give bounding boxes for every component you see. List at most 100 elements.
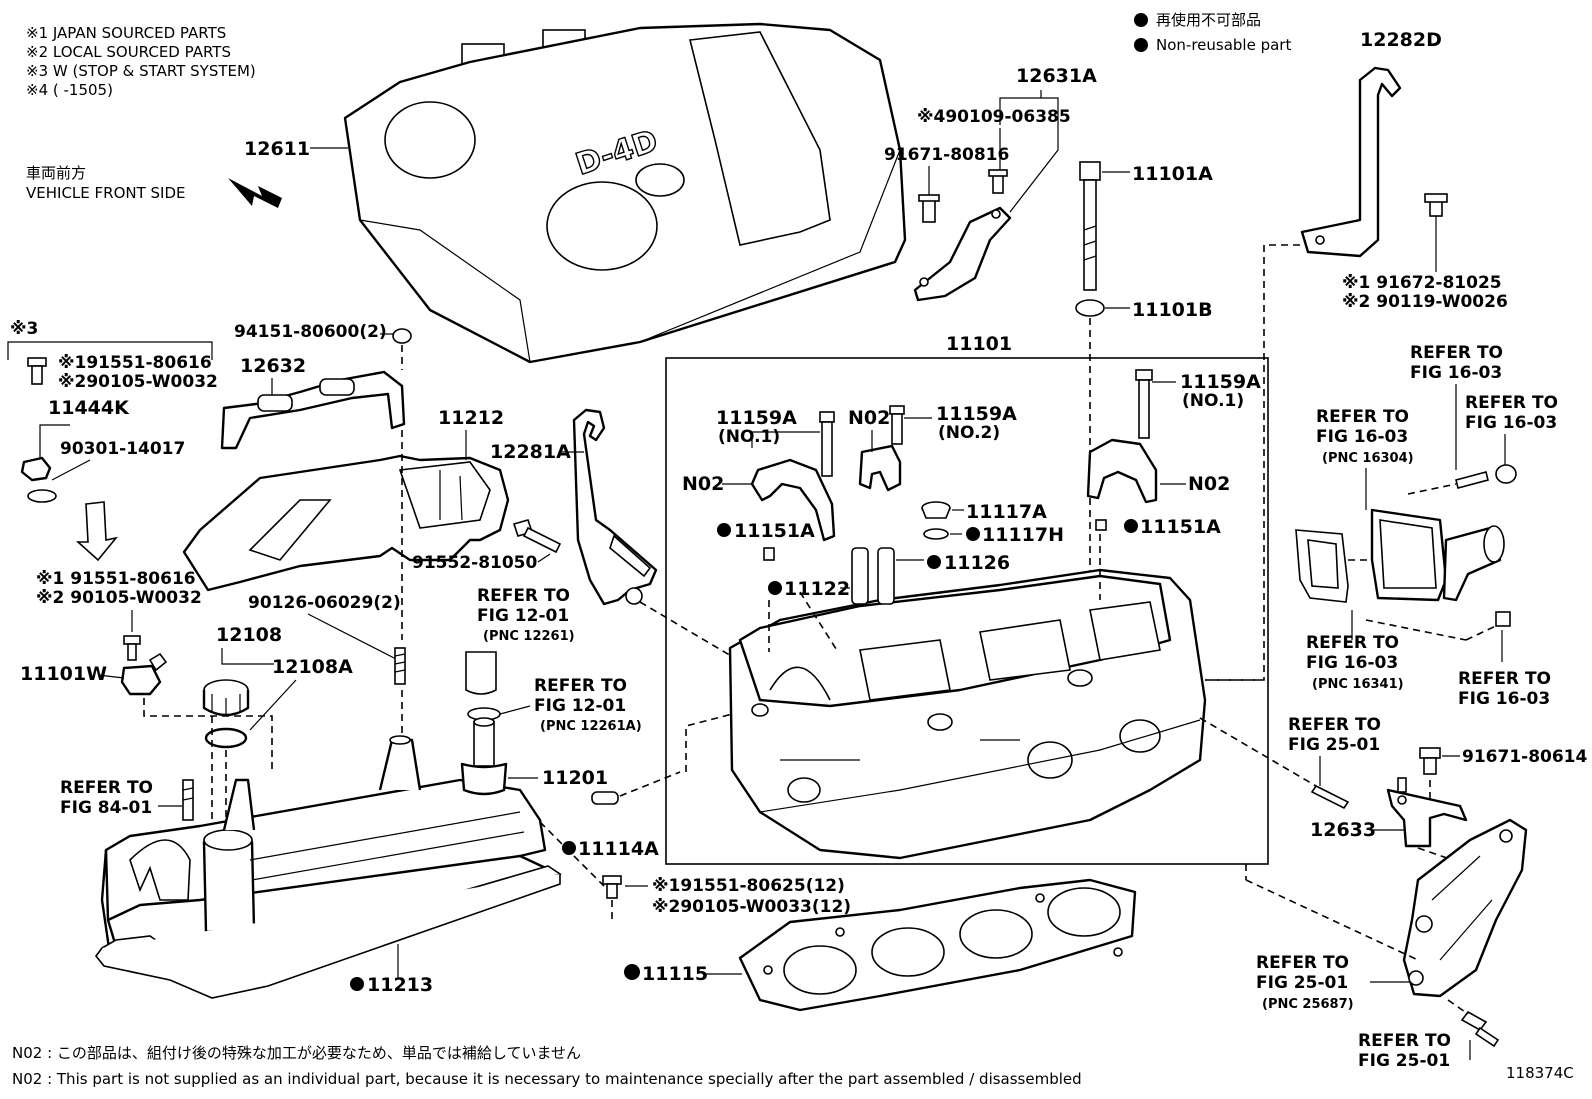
label-12108: 12108 — [216, 624, 282, 646]
legend: 再使用不可部品 Non-reusable part — [1134, 11, 1291, 54]
label-11213: 11213 — [367, 974, 433, 996]
refer-25-01-b-l1: REFER TO — [1256, 953, 1349, 973]
vehicle-front-en: VEHICLE FRONT SIDE — [26, 184, 186, 202]
nut-94151-80600 — [392, 328, 412, 344]
bolt-91671-80614 — [1419, 747, 1441, 775]
label-91551-80616-a: ※191551-80616 — [58, 353, 212, 373]
legend-en: Non-reusable part — [1156, 36, 1291, 54]
non-reusable-dot-icon — [350, 977, 364, 991]
label-90105-w0032-b: ※2 90105-W0032 — [36, 588, 202, 608]
label-12281a: 12281A — [490, 441, 571, 463]
non-reusable-dot-icon — [1134, 38, 1148, 52]
stud-refer-84-01 — [182, 779, 194, 821]
label-11101a: 11101A — [1132, 163, 1213, 185]
spring-retainer-11117a — [921, 501, 951, 519]
label-12633: 12633 — [1310, 819, 1376, 841]
refer-12-01-a-l1: REFER TO — [477, 586, 570, 606]
label-11115: 11115 — [642, 963, 708, 985]
label-12282d: 12282D — [1360, 29, 1442, 51]
label-11201: 11201 — [542, 767, 608, 789]
label-12611: 12611 — [244, 138, 310, 160]
label-12632: 12632 — [240, 355, 306, 377]
label-11444k: 11444K — [48, 397, 130, 419]
water-outlet — [1370, 508, 1505, 602]
label-90119-w0026: ※2 90119-W0026 — [1342, 292, 1508, 312]
footer-note-jp: N02 : この部品は、組付け後の特殊な加工が必要なため、単品では補給していませ… — [12, 1044, 581, 1062]
nut-refer-16-03 — [1495, 464, 1517, 484]
bolt-91671-80816 — [918, 194, 940, 223]
non-reusable-dot-icon — [966, 527, 980, 541]
bearing-cap-n02-left — [750, 458, 836, 542]
refer-16-03-c-l2: FIG 16-03 — [1316, 427, 1408, 447]
footer-note-en: N02 : This part is not supplied as an in… — [12, 1070, 1082, 1088]
refer-16-03-e-l2: FIG 16-03 — [1306, 653, 1398, 673]
label-n02-right: N02 — [1188, 473, 1230, 495]
label-91672-81025: ※1 91672-81025 — [1342, 273, 1502, 293]
cover-11212 — [182, 454, 510, 592]
header-notes: ※1 JAPAN SOURCED PARTS ※2 LOCAL SOURCED … — [26, 24, 256, 99]
label-90105-w0033: ※290105-W0033(12) — [652, 897, 851, 917]
bolt-91552-81050 — [512, 519, 562, 554]
label-n02-left: N02 — [682, 473, 724, 495]
hose-refer-12-01 — [465, 651, 497, 695]
head-bolt-11101a — [1079, 161, 1101, 291]
refer-12-01-b-l2: FIG 12-01 — [534, 696, 626, 716]
note-japan-sourced: ※1 JAPAN SOURCED PARTS — [26, 24, 226, 42]
note-date-range: ※4 ( -1505) — [26, 81, 113, 99]
gasket-water-outlet — [1295, 529, 1349, 603]
label-11159a-left: 11159A — [716, 407, 797, 429]
refer-25-01-a-l1: REFER TO — [1288, 715, 1381, 735]
label-11101w: 11101W — [20, 663, 107, 685]
bolt-11159a-mid — [889, 405, 905, 445]
bracket-12632 — [220, 370, 406, 450]
engine-hanger-12281a — [572, 408, 658, 606]
bolt-refer-25-01 — [1460, 1010, 1500, 1048]
bolt-91551-80625 — [602, 875, 622, 899]
front-arrow-icon — [228, 178, 282, 208]
label-91671-80614: 91671-80614 — [1462, 747, 1588, 767]
stud-90126-06029 — [394, 647, 406, 685]
refer-25-01-c-l2: FIG 25-01 — [1358, 1051, 1450, 1071]
non-reusable-dot-icon — [1124, 519, 1138, 533]
note-local-sourced: ※2 LOCAL SOURCED PARTS — [26, 43, 231, 61]
refer-25-01-b-l2: FIG 25-01 — [1256, 973, 1348, 993]
bolt-91551-80616-a — [27, 357, 47, 385]
label-11212: 11212 — [438, 407, 504, 429]
label-90301-14017: 90301-14017 — [60, 439, 185, 459]
cylinder-head-gasket-11115 — [738, 878, 1137, 1012]
sensor-11101w — [120, 652, 168, 696]
head-cover-gasket-11213 — [94, 865, 562, 999]
refer-25-01-c-l1: REFER TO — [1358, 1031, 1451, 1051]
label-90105-w0032-a: ※290105-W0032 — [58, 372, 218, 392]
label-11126: 11126 — [944, 552, 1010, 574]
refer-16-03-c-l1: REFER TO — [1316, 407, 1409, 427]
refer-84-01-l1: REFER TO — [60, 778, 153, 798]
label-12631a: 12631A — [1016, 65, 1097, 87]
refer-12-01-b-l1: REFER TO — [534, 676, 627, 696]
stud-refer-16-03 — [1455, 471, 1489, 489]
label-11151a-right: 11151A — [1140, 516, 1221, 538]
label-11114a: 11114A — [578, 838, 659, 860]
refer-16-03-b-l2: FIG 16-03 — [1465, 413, 1557, 433]
gasket-90301-14017 — [27, 489, 57, 503]
washer-11101b — [1075, 299, 1105, 317]
engine-cover-12611: D-4D — [343, 22, 907, 364]
bolt-91551-80616-b — [123, 635, 141, 661]
bearing-cap-n02-mid — [858, 444, 902, 492]
label-11101: 11101 — [946, 333, 1012, 355]
engine-hanger-12282d — [1300, 66, 1402, 258]
refer-16-03-a-l2: FIG 16-03 — [1410, 363, 1502, 383]
label-11159a-right: 11159A — [1180, 371, 1261, 393]
label-91551-80625: ※191551-80625(12) — [652, 876, 845, 896]
gasket-12108a — [204, 727, 248, 749]
toyota-logo-icon — [635, 163, 685, 197]
box-11101 — [665, 357, 1269, 865]
cylinder-head-11101 — [728, 568, 1207, 860]
refer-16-03-e-l3: (PNC 16341) — [1312, 677, 1404, 692]
label-91671-80816: 91671-80816 — [884, 145, 1009, 165]
refer-12-01-a-l2: FIG 12-01 — [477, 606, 569, 626]
label-11117a: 11117A — [966, 501, 1047, 523]
alternator-bracket — [1402, 818, 1528, 998]
label-no1-right: (NO.1) — [1182, 391, 1244, 411]
